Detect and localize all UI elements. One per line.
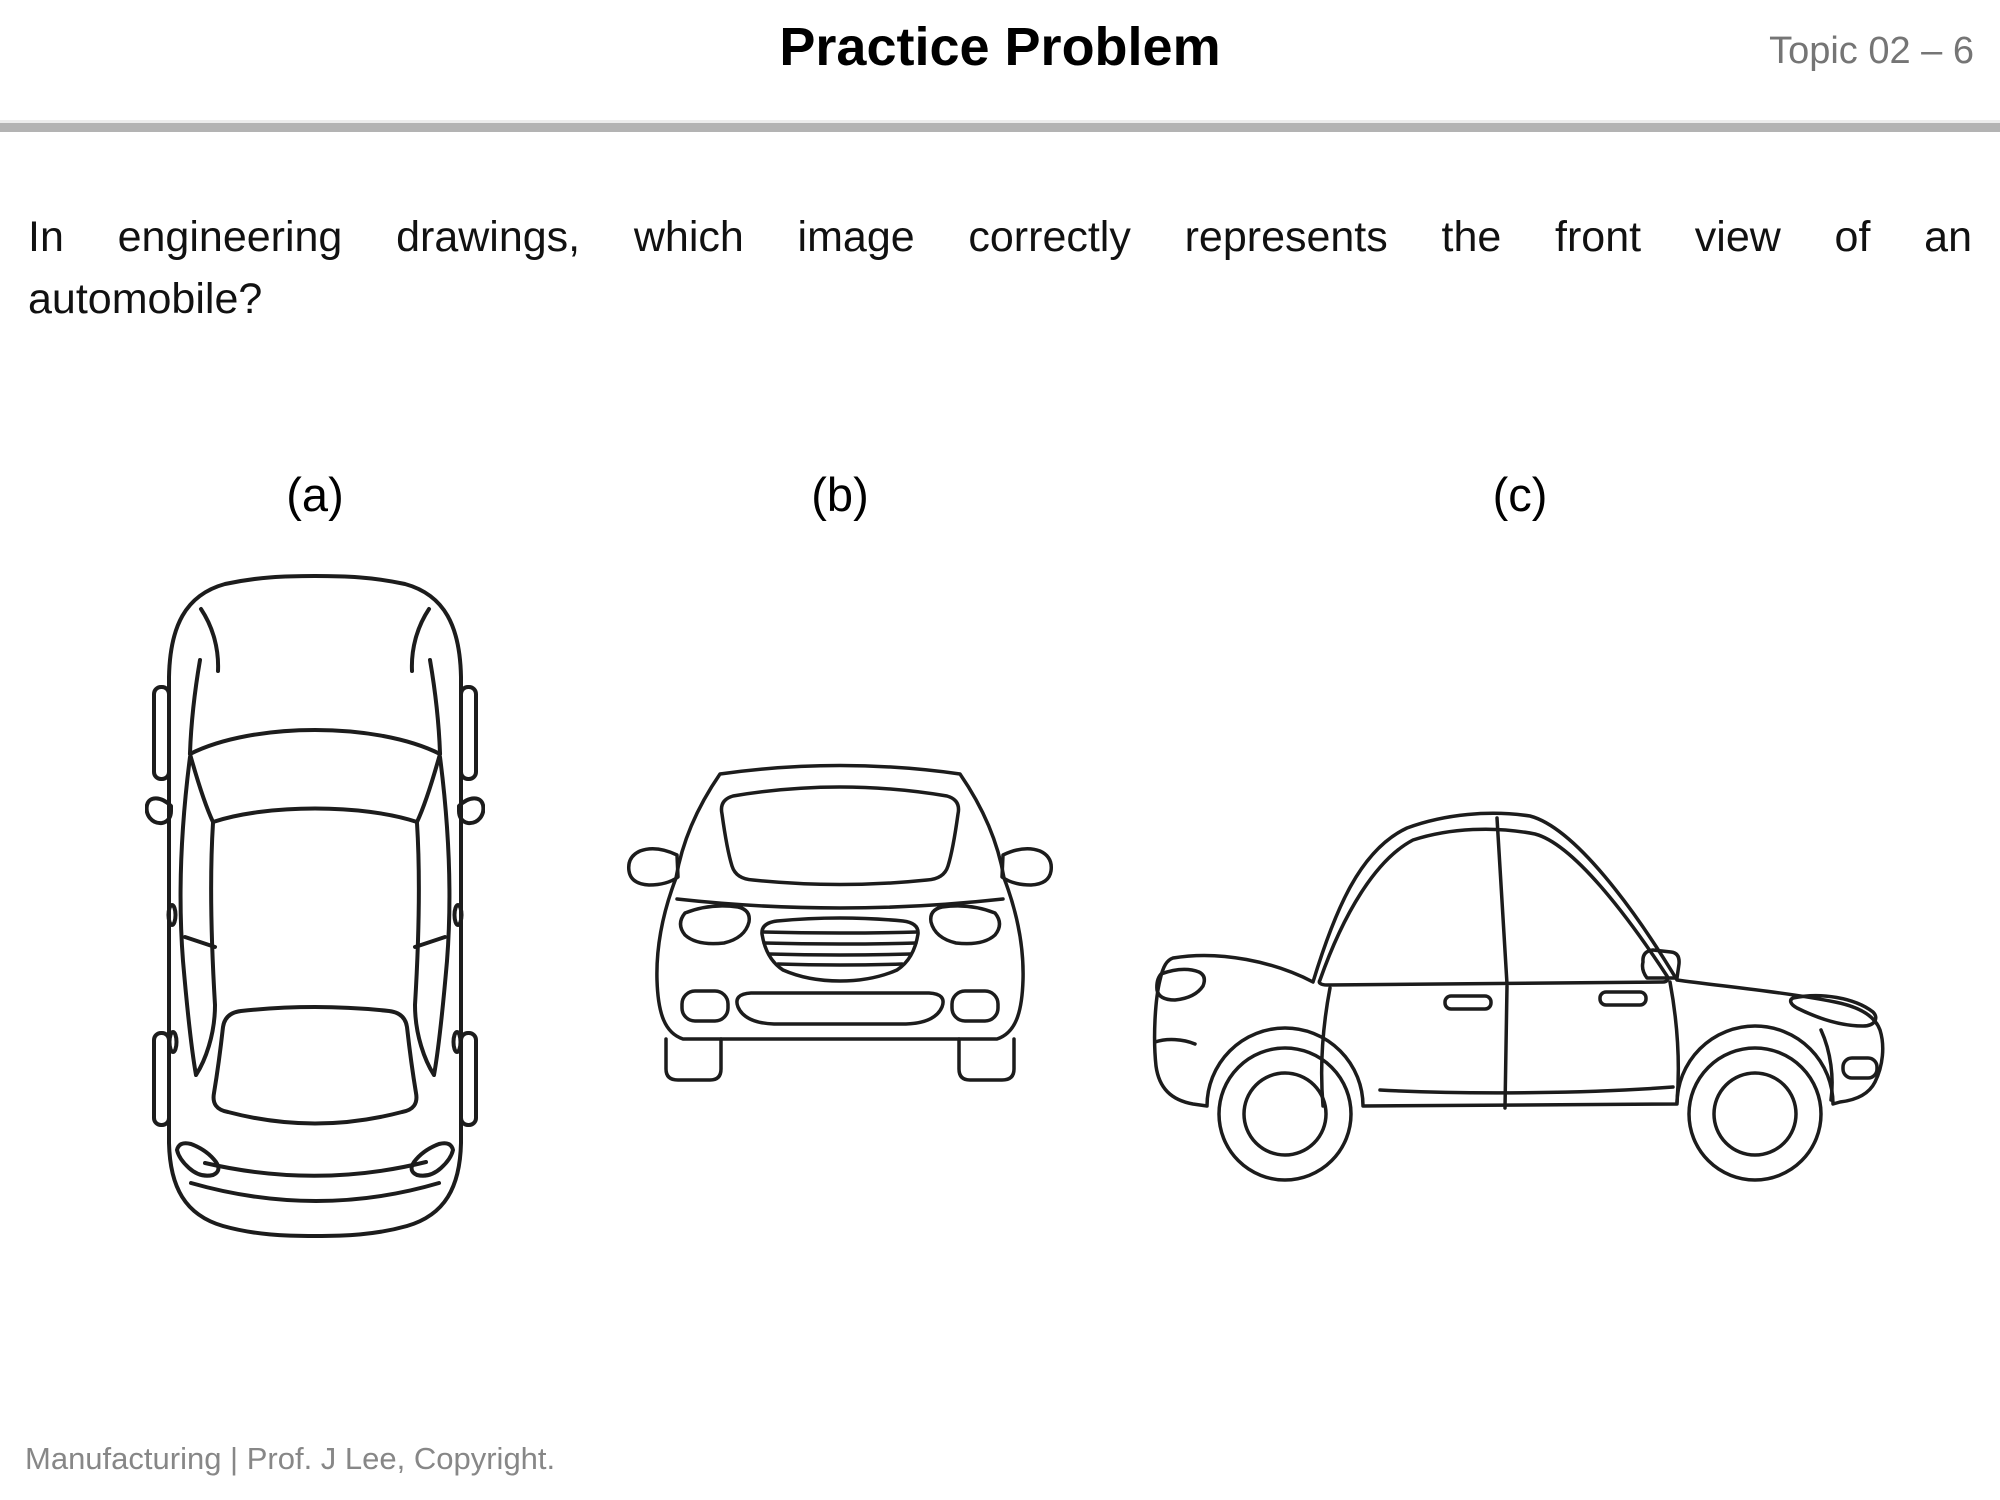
option-c-label: (c) (1492, 468, 1548, 521)
top-view-windshield (211, 1005, 419, 1126)
header-rule (0, 123, 2000, 132)
top-view-side-windows (178, 755, 452, 1077)
question-line-1: In engineering drawings, which image cor… (28, 213, 1972, 261)
top-view-rear-window (188, 728, 442, 824)
car-front-view-drawing (626, 763, 1054, 1082)
side-view-body-outline (1152, 811, 1885, 1108)
front-view-grille (760, 916, 920, 983)
front-view-wheels (664, 1037, 1016, 1082)
footer-credit: Manufacturing | Prof. J Lee, Copyright. (25, 1441, 556, 1476)
option-b-label: (b) (811, 468, 869, 521)
question-line-2: automobile? (28, 275, 263, 323)
side-view-wheels (1217, 1046, 1823, 1182)
option-a-label: (a) (286, 468, 344, 521)
front-view-body-outline (655, 763, 1025, 1041)
front-view-mirrors (626, 847, 1054, 887)
front-view-intake (735, 991, 945, 1026)
question-text: In engineering drawings, which image cor… (28, 206, 1972, 330)
top-view-door-handles (166, 903, 464, 1054)
side-view-fog-light (1841, 1056, 1879, 1080)
top-view-headlights (175, 1141, 455, 1178)
side-view-door-handles (1443, 990, 1648, 1011)
header-rule-highlight (0, 120, 2000, 123)
top-view-mirrors (144, 796, 486, 826)
side-view-headlight (1788, 993, 1878, 1028)
front-view-fog-lights (680, 989, 1000, 1023)
option-b-figure (620, 752, 1060, 1082)
top-view-body-outline (167, 574, 463, 1238)
car-side-view-drawing (1152, 811, 1885, 1182)
side-view-windows (1317, 827, 1670, 987)
car-top-view-drawing (144, 574, 486, 1238)
topic-number: Topic 02 – 6 (1769, 30, 1974, 72)
page-title: Practice Problem (779, 17, 1221, 77)
front-view-headlights (678, 904, 1002, 946)
option-a-figure (144, 565, 486, 1245)
option-c-figure (1145, 790, 1895, 1190)
front-view-windshield (719, 785, 961, 887)
side-view-door-seams (1319, 980, 1681, 1110)
side-view-mirror (1640, 948, 1681, 980)
side-view-taillight (1155, 967, 1207, 1002)
